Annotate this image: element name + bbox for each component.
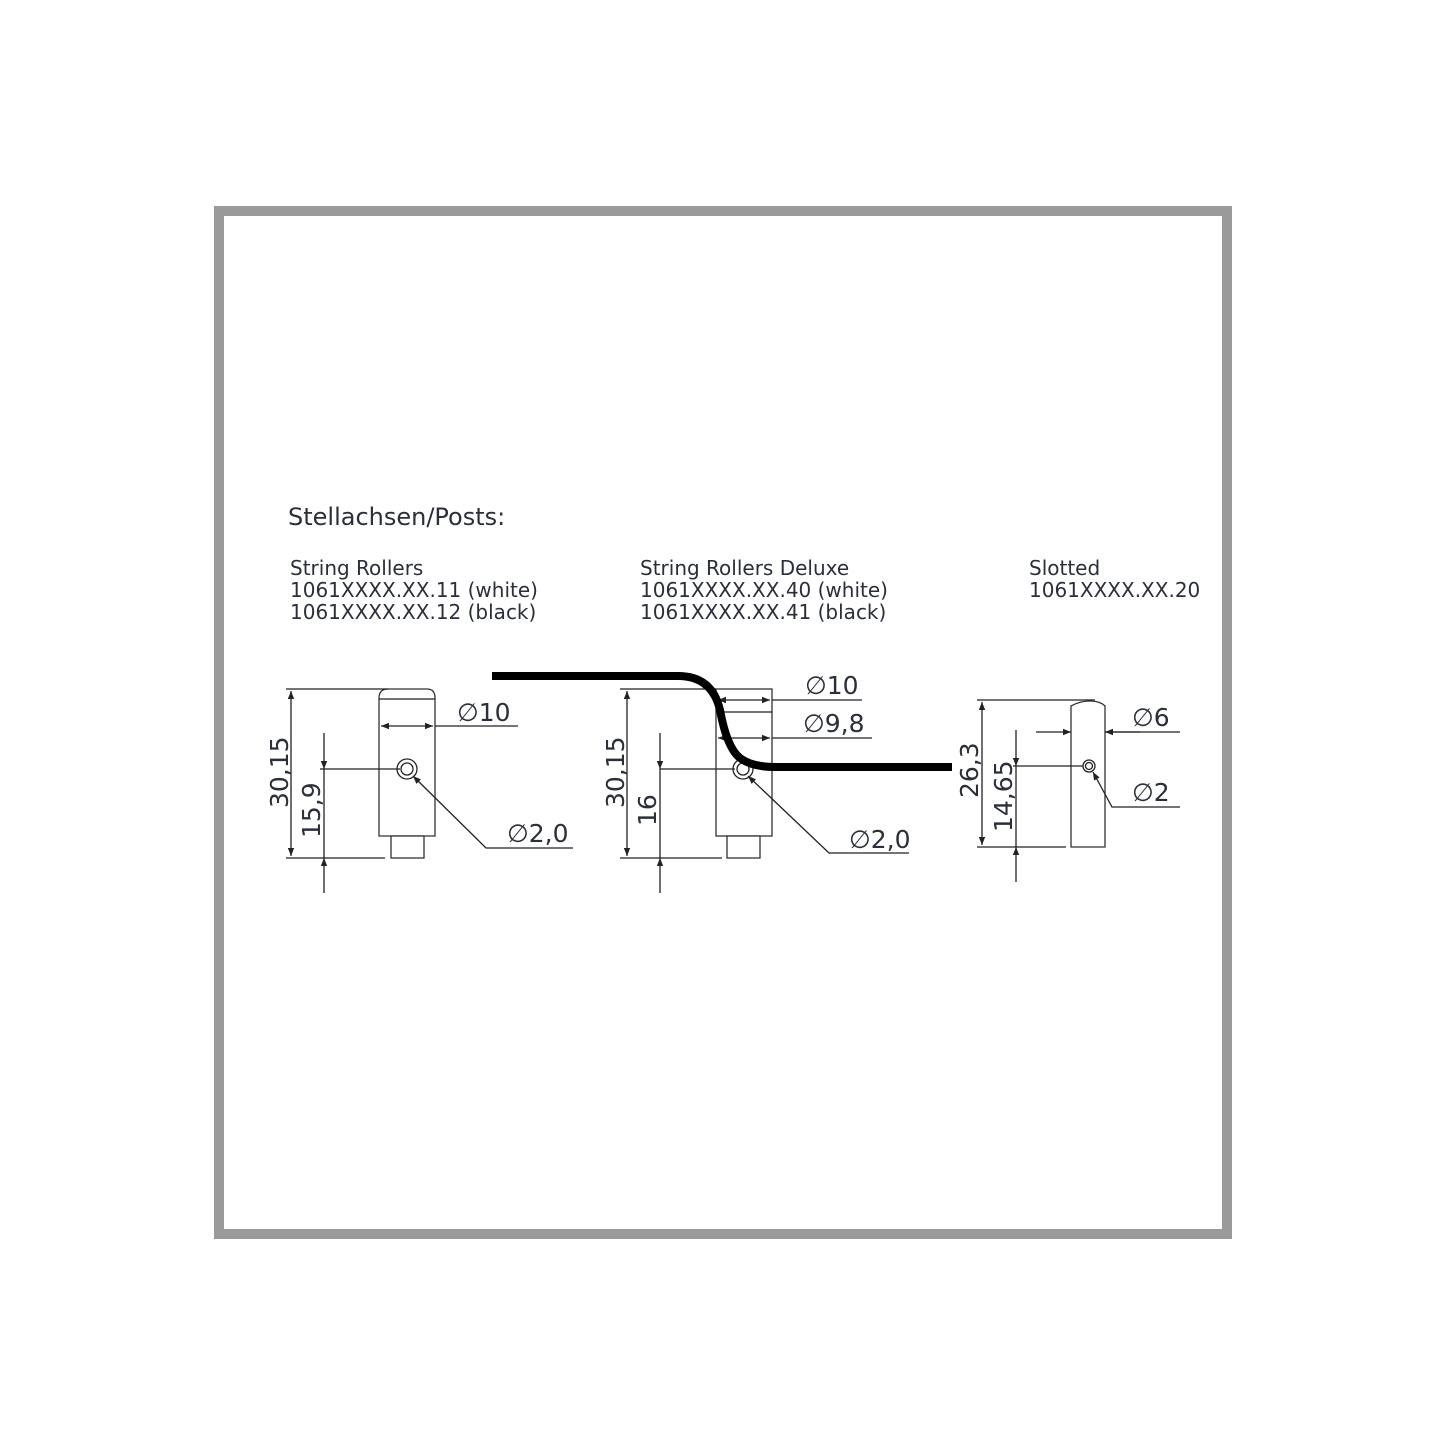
label: 1061XXXX.XX.20 xyxy=(1029,578,1200,602)
label: 30,15 xyxy=(265,736,294,808)
string-roller-deluxe-drawing: 30,15 16 ∅10 ∅9,8 ∅2,0 xyxy=(601,671,911,893)
label: ∅10 xyxy=(805,671,859,700)
label: 1061XXXX.XX.12 (black) xyxy=(290,600,536,624)
label: 16 xyxy=(633,794,662,826)
label: ∅6 xyxy=(1132,703,1170,732)
product-label-string-rollers: String Rollers 1061XXXX.XX.11 (white) 10… xyxy=(290,556,538,624)
string-roller-drawing: 30,15 15,9 ∅10 ∅2,0 xyxy=(265,688,573,893)
label: String Rollers xyxy=(290,556,423,580)
heading: Stellachsen/Posts: xyxy=(288,503,505,531)
slotted-post-drawing: 26,3 14,65 ∅6 ∅2 xyxy=(955,699,1180,882)
label: ∅9,8 xyxy=(803,709,865,738)
product-label-string-rollers-deluxe: String Rollers Deluxe 1061XXXX.XX.40 (wh… xyxy=(640,556,888,624)
product-label-slotted: Slotted 1061XXXX.XX.20 xyxy=(1029,556,1200,602)
label: String Rollers Deluxe xyxy=(640,556,849,580)
label: 26,3 xyxy=(955,742,984,798)
label: 14,65 xyxy=(989,760,1018,832)
label: 1061XXXX.XX.11 (white) xyxy=(290,578,538,602)
label: ∅2,0 xyxy=(849,825,911,854)
label: 1061XXXX.XX.40 (white) xyxy=(640,578,888,602)
label: ∅10 xyxy=(457,698,511,727)
label: Slotted xyxy=(1029,556,1100,580)
label: ∅2,0 xyxy=(507,819,569,848)
label: 15,9 xyxy=(297,782,326,838)
frame xyxy=(214,206,1232,1239)
label: 1061XXXX.XX.41 (black) xyxy=(640,600,886,624)
string-path xyxy=(492,672,952,771)
label: 30,15 xyxy=(601,736,630,808)
label: ∅2 xyxy=(1132,778,1170,807)
